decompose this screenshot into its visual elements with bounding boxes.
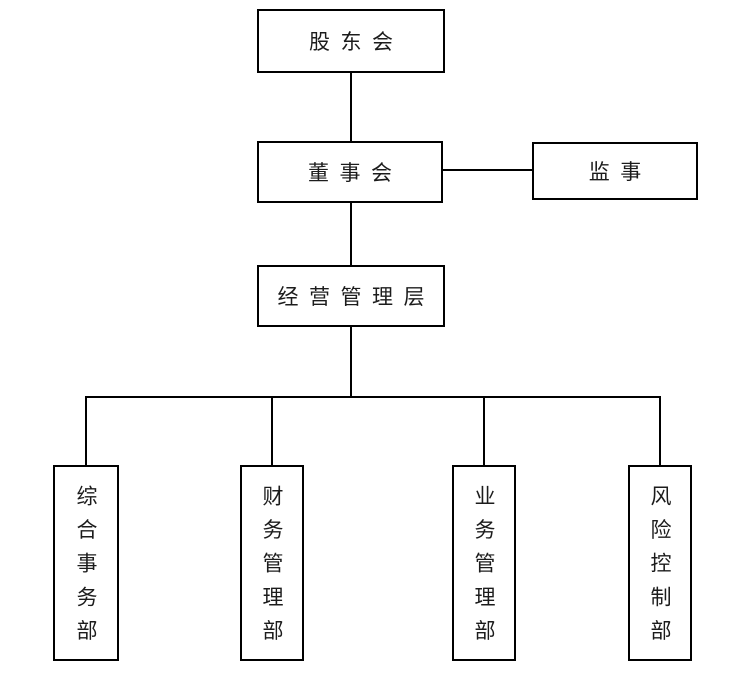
node-dept-general-affairs-label: 综合事务部 [74,485,98,654]
connector-board-supervisor [443,169,532,171]
node-dept-finance-label: 财务管理部 [260,485,284,654]
node-shareholders-label: 股东会 [309,30,404,54]
connector-board-management [350,203,352,265]
node-dept-risk-control: 风险控制部 [628,465,692,661]
node-supervisor: 监事 [532,142,698,200]
connector-management-bus [350,327,352,397]
node-dept-finance-management: 财务管理部 [240,465,304,661]
node-dept-business-management: 业务管理部 [452,465,516,661]
node-management-layer: 经营管理层 [257,265,445,327]
connector-drop-finance [271,396,273,465]
connector-drop-business [483,396,485,465]
node-shareholders-meeting: 股东会 [257,9,445,73]
connector-drop-risk [659,396,661,465]
connector-shareholders-board [350,73,352,141]
node-dept-business-label: 业务管理部 [472,485,496,654]
connector-drop-general-affairs [85,396,87,465]
node-board-of-directors: 董事会 [257,141,443,203]
node-dept-risk-label: 风险控制部 [648,485,672,654]
node-management-label: 经营管理层 [277,285,435,309]
node-supervisor-label: 监事 [588,160,652,184]
node-board-label: 董事会 [308,161,403,185]
node-dept-general-affairs: 综合事务部 [53,465,119,661]
connector-departments-bus [85,396,661,398]
